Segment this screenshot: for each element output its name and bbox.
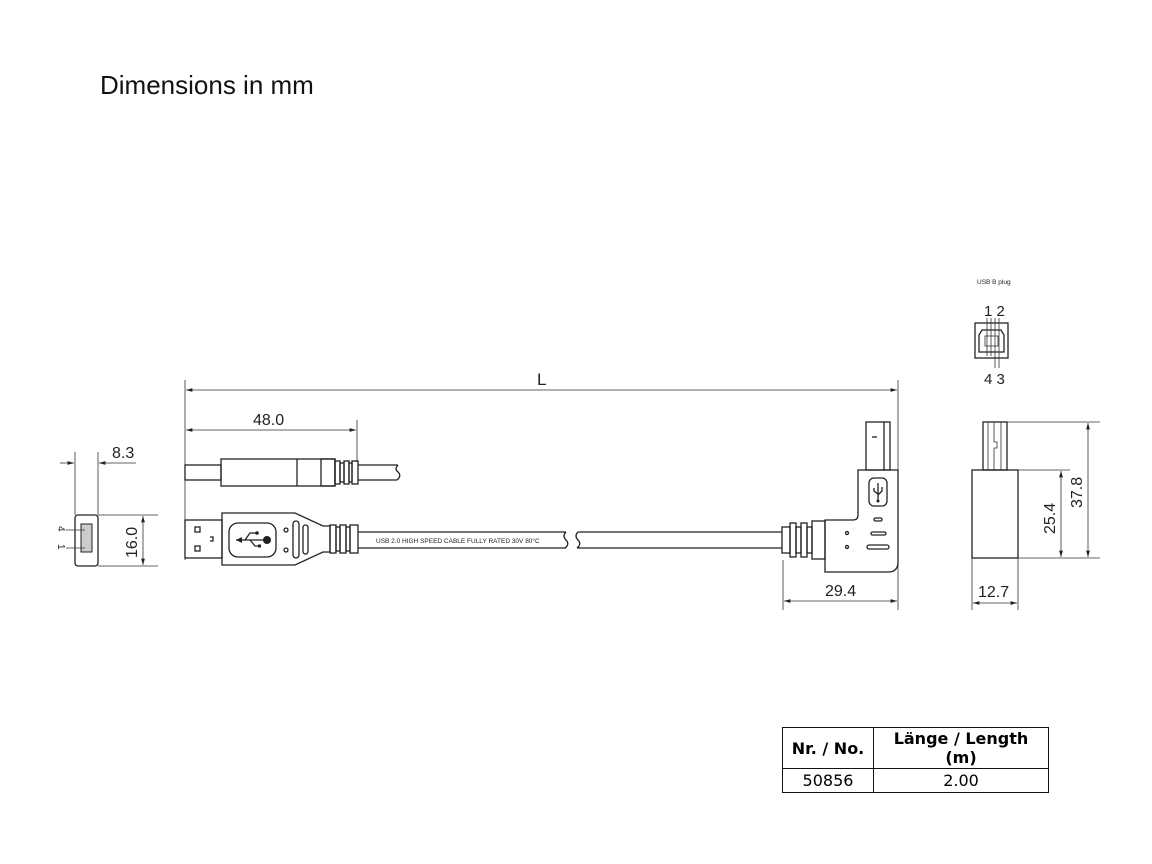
pin-label: 1 [55,544,66,550]
dimension-label: L [537,370,546,389]
dimension-label: 29.4 [825,583,856,600]
page-title: Dimensions in mm [100,70,314,100]
dimension-L: L [184,370,899,610]
pin-label: 4 [55,526,66,532]
usb-b-plug-front-view: USB B plug 1 2 4 3 [974,279,1011,388]
dimension-48: 48.0 [186,412,358,462]
usb-logo-icon [236,531,271,548]
table-row: 50856 2.00 [782,768,1049,793]
usb-a-plug-top-view: USB 2.0 HIGH SPEED CABLE FULLY RATED 30V… [184,512,782,566]
pin-label: 4 3 [984,371,1005,388]
dimension-label: 16.0 [124,527,141,558]
column-header: Nr. / No. [782,727,874,769]
dimension-label: 37.8 [1069,477,1086,508]
table-header-row: Nr. / No. Länge / Length (m) [782,727,1049,769]
dimension-label: 8.3 [112,445,134,462]
dimension-29-4: 29.4 [782,560,897,610]
pin-label: 1 2 [984,303,1005,320]
usb-logo-icon [868,477,888,507]
dimension-label: 12.7 [978,584,1009,601]
part-number-table: Nr. / No. Länge / Length (m) 50856 2.00 [782,727,1049,793]
column-header: Länge / Length (m) [873,727,1049,769]
table-cell: 50856 [782,768,874,793]
usb-a-plug-end-view: 8.3 4 1 16.0 [55,445,158,567]
cable-print-text: USB 2.0 HIGH SPEED CABLE FULLY RATED 30V… [376,537,540,545]
usb-b-plug-angled-view [781,421,899,573]
table-cell: 2.00 [873,768,1049,793]
usb-b-plug-side-view: 25.4 37.8 12.7 [971,421,1100,610]
usb-a-plug-side-view [184,458,401,487]
usb-b-plug-label: USB B plug [977,279,1011,286]
dimension-label: 48.0 [253,412,284,429]
dimension-label: 25.4 [1042,503,1059,534]
